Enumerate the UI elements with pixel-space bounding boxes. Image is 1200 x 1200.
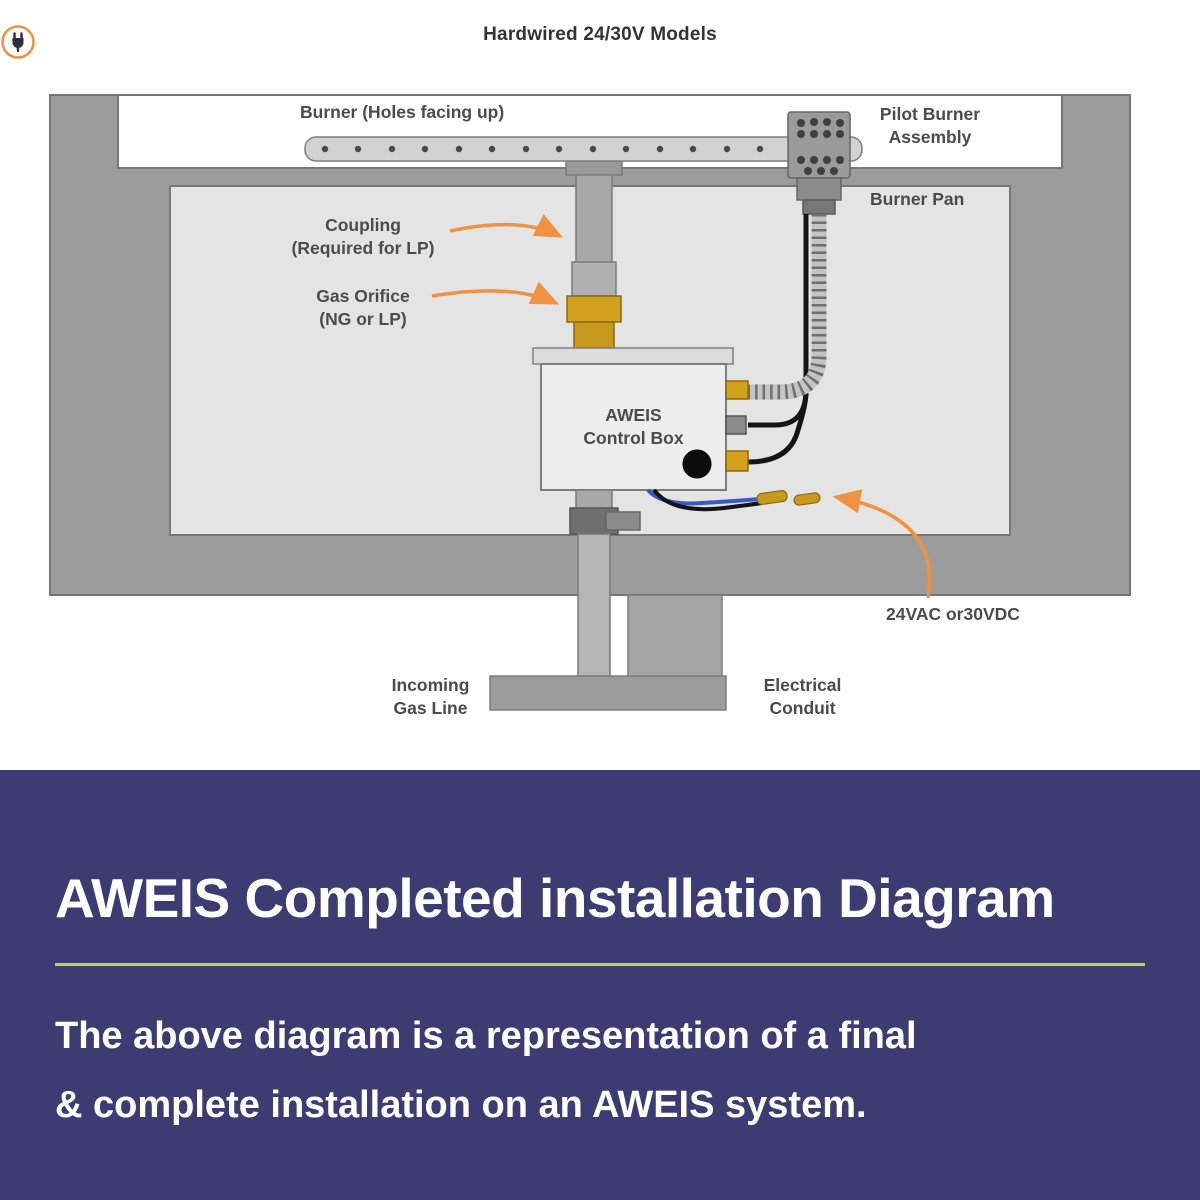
incoming-gas-label: Incoming Gas Line xyxy=(391,675,470,718)
voltage-arrow xyxy=(832,489,932,599)
wire-connector-dark xyxy=(725,415,747,435)
caption-body: The above diagram is a representation of… xyxy=(55,1002,1155,1140)
caption-body-line1: The above diagram is a representation of… xyxy=(55,1015,917,1057)
burner-holes xyxy=(321,145,764,153)
electrical-conduit-label: Electrical Conduit xyxy=(763,675,842,718)
coupling-fitting xyxy=(571,261,617,297)
control-knob xyxy=(682,449,712,479)
burner-tube xyxy=(304,136,863,162)
burner-pan-walls xyxy=(49,94,1131,596)
black-voltage-wire xyxy=(652,488,763,512)
plug-icon xyxy=(1,25,35,59)
conduit-brass-connector xyxy=(725,380,749,400)
burner-collar xyxy=(565,160,623,176)
coupling-label: Coupling (Required for LP) xyxy=(291,215,435,258)
caption-panel: AWEIS Completed installation Diagram The… xyxy=(0,770,1200,1200)
gas-orifice-arrow xyxy=(431,281,560,305)
gas-orifice-fitting xyxy=(566,295,622,323)
burner-label: Burner (Holes facing up) xyxy=(300,102,505,122)
diagram-title: Hardwired 24/30V Models xyxy=(483,24,717,45)
gas-supply-pipe xyxy=(577,533,611,691)
pilot-burner-label: Pilot Burner Assembly xyxy=(879,104,981,147)
caption-title: AWEIS Completed installation Diagram xyxy=(55,867,1055,929)
pilot-flex-conduit xyxy=(748,214,827,400)
coupling-arrow xyxy=(449,214,564,238)
pipe-elbow xyxy=(605,511,641,531)
pilot-burner-assembly xyxy=(787,111,851,215)
callout-arrows xyxy=(431,214,932,599)
wire-brass-connector xyxy=(725,450,749,472)
diagram-header: Hardwired 24/30V Models xyxy=(0,24,1200,59)
incoming-gas-line xyxy=(489,675,727,711)
wire-crimp-connectors xyxy=(756,490,821,506)
control-box-lid xyxy=(532,347,734,365)
voltage-label: 24VAC or30VDC xyxy=(886,604,1020,624)
burner-pan-label: Burner Pan xyxy=(870,189,965,209)
caption-body-line2: & complete installation on an AWEIS syst… xyxy=(55,1084,867,1127)
installation-diagram-section: Hardwired 24/30V Models Burner (Holes fa… xyxy=(0,24,1200,718)
gas-orifice-label: Gas Orifice (NG or LP) xyxy=(316,286,410,329)
control-box-label: AWEIS Control Box xyxy=(583,405,684,448)
caption-divider xyxy=(55,963,1145,966)
gas-orifice-nut xyxy=(573,321,615,349)
installation-diagram xyxy=(49,94,1131,711)
